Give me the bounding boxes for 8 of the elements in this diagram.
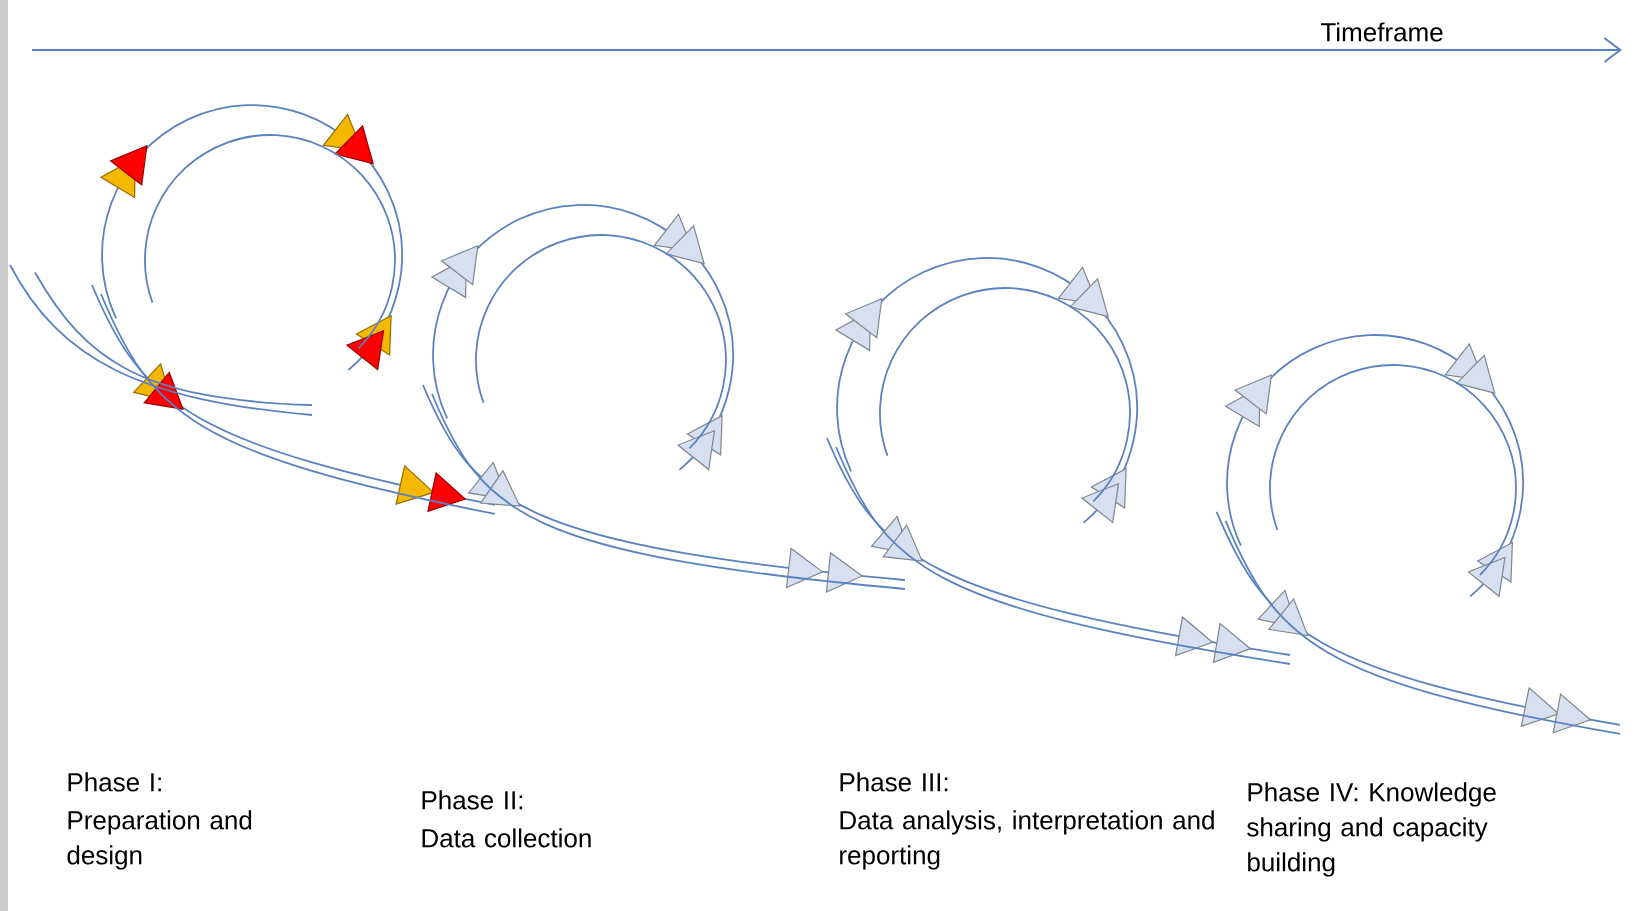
phase-label: Data analysis, interpretation and reporting: [840, 810, 1214, 870]
phase-label: Phase I:: [68, 772, 161, 792]
phase-label: Data collection: [422, 828, 591, 848]
axis-label: Timeframe: [1321, 22, 1443, 42]
phase-label: Phase IV: Knowledge sharing and capacity building: [1247, 782, 1496, 877]
phase-label: Phase II:: [422, 790, 523, 810]
phase-label: Phase III:: [840, 772, 948, 792]
phase-label: Preparation and design: [67, 810, 252, 870]
